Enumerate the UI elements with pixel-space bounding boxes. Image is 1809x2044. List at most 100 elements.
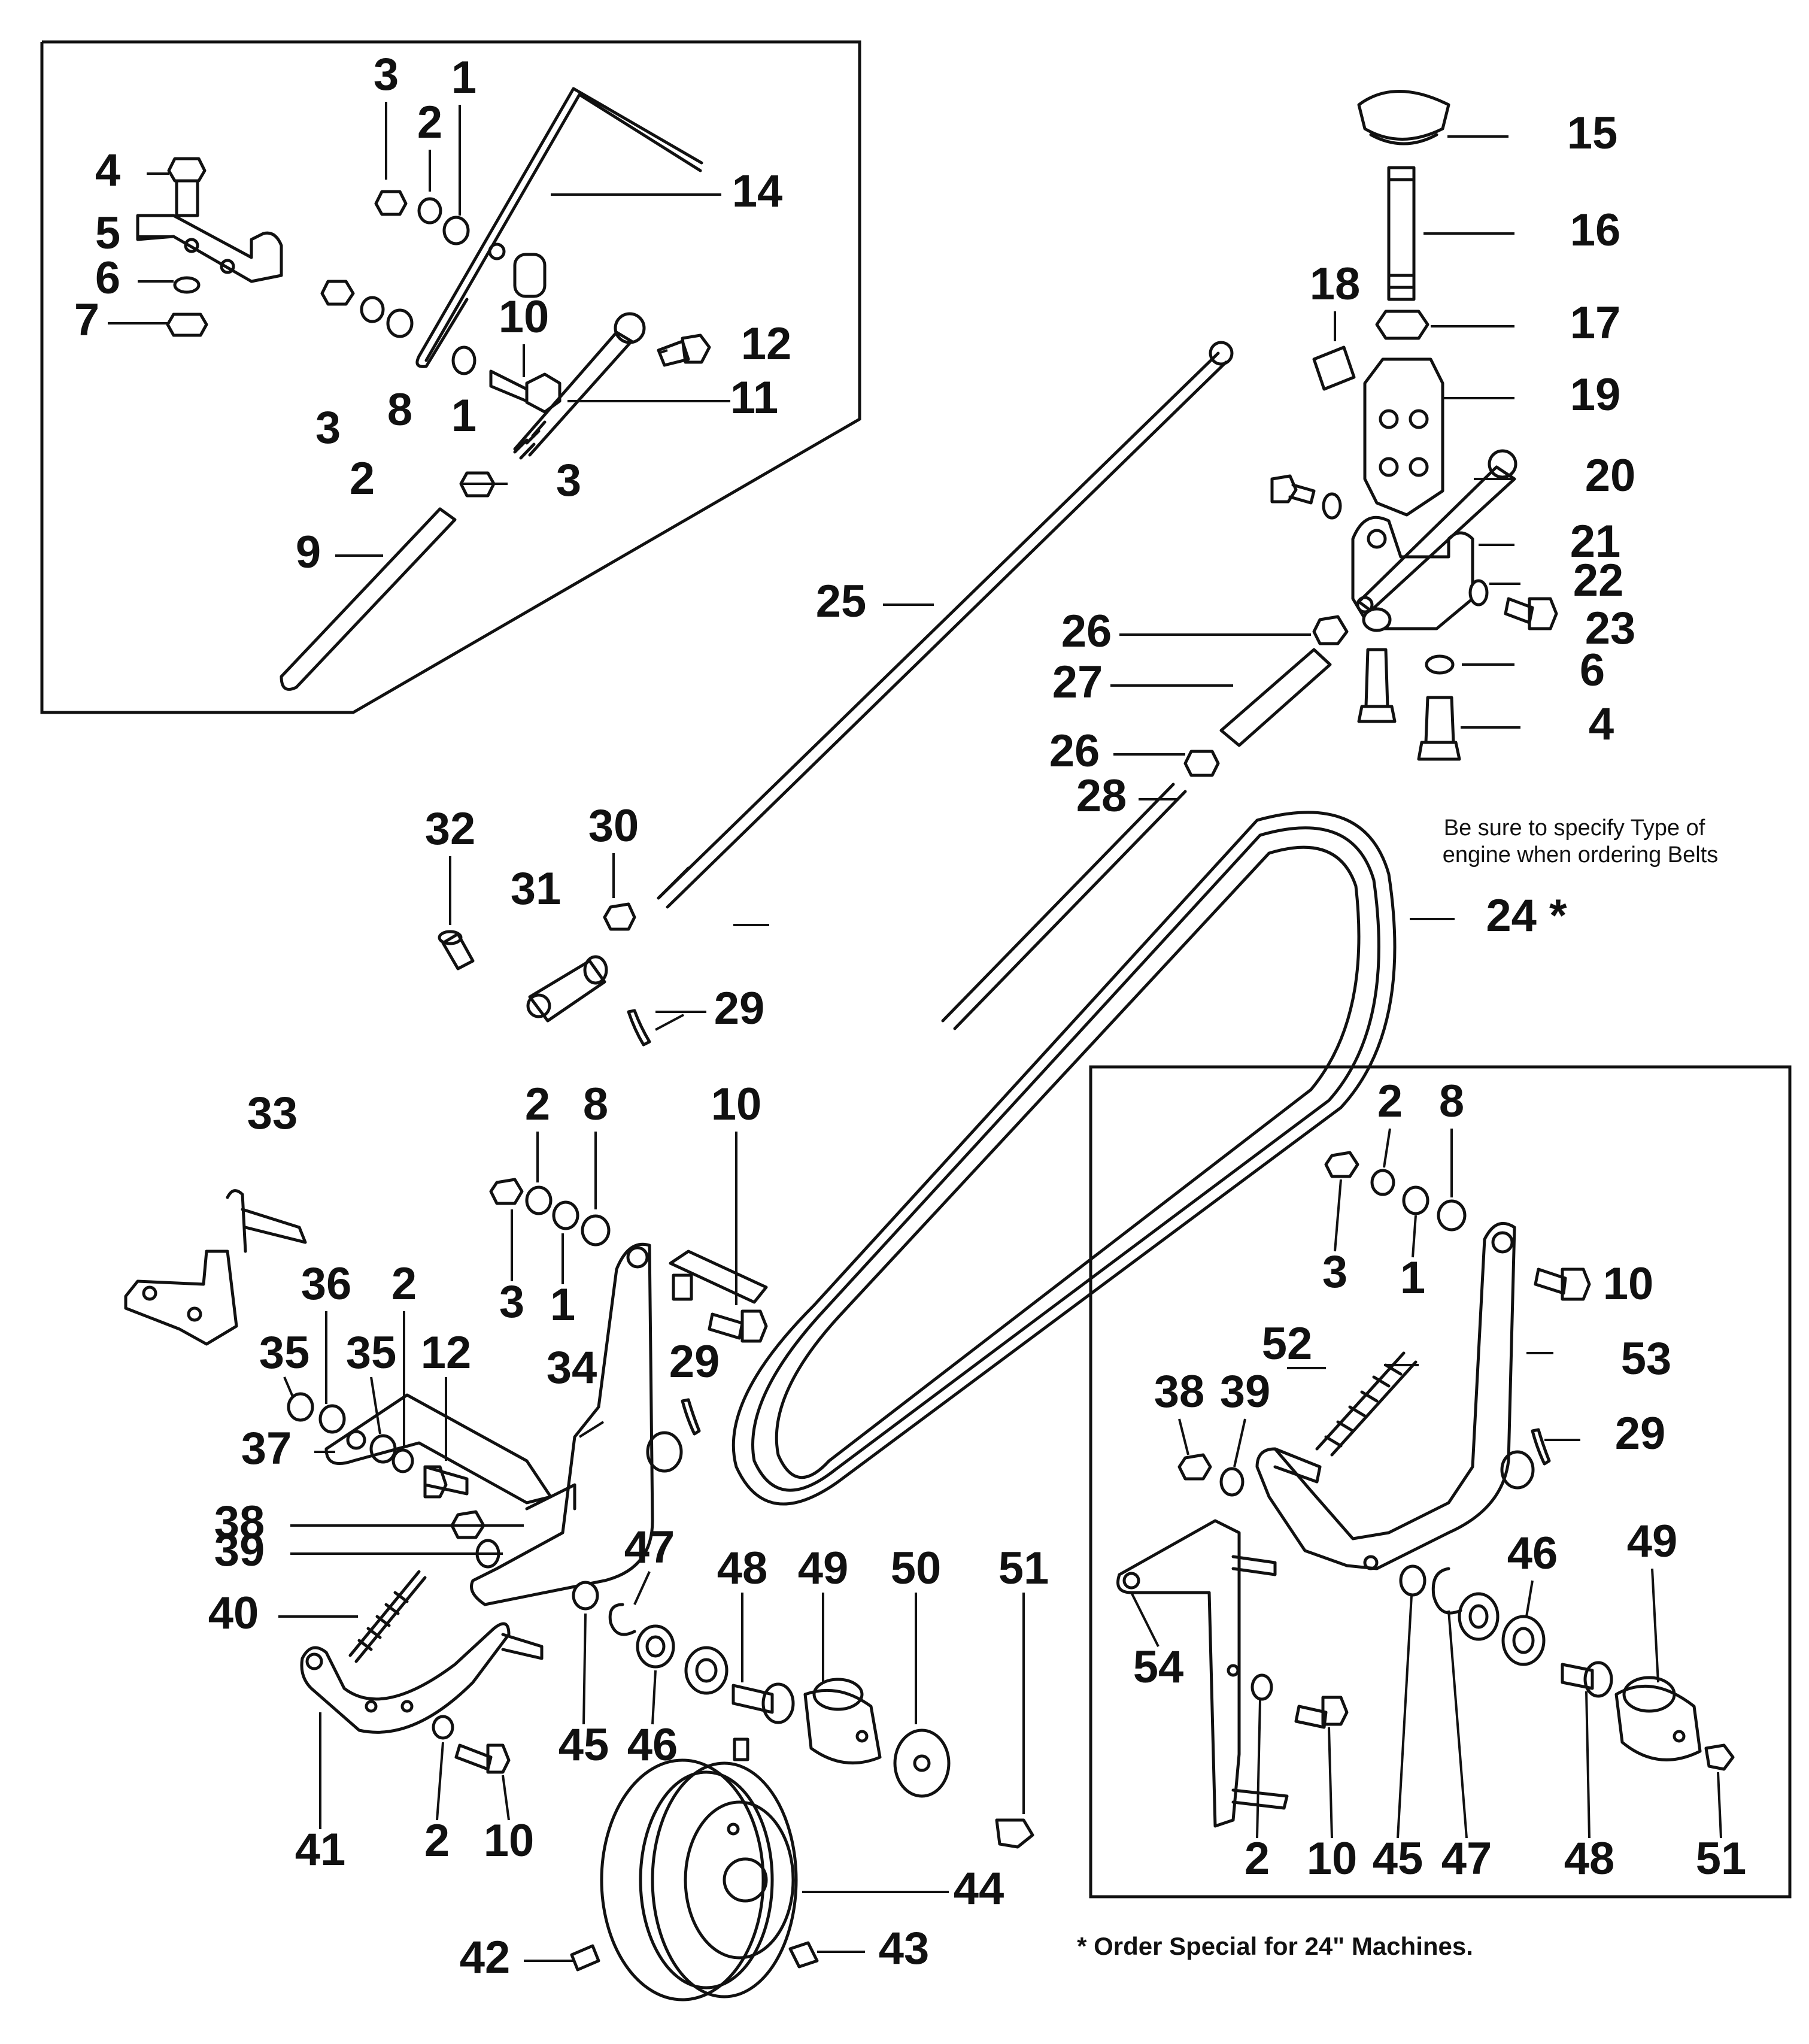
bolt-10-top — [489, 369, 561, 414]
callout: 50 — [891, 1543, 942, 1594]
clevis-rod-11 — [513, 312, 646, 460]
callout: 51 — [998, 1543, 1049, 1594]
washer-2-bottom-right — [1250, 1673, 1273, 1701]
callout: 1 — [451, 52, 476, 103]
callout: 54 — [1133, 1642, 1184, 1693]
callout: 34 — [547, 1342, 597, 1393]
callout: 32 — [425, 803, 476, 854]
washer-1-top — [442, 216, 470, 245]
lower-right-inset-frame — [1089, 1065, 1792, 1899]
arm-37 — [324, 1393, 553, 1505]
callout: 40 — [208, 1588, 259, 1639]
callout: 1 — [451, 390, 476, 441]
lockwasher-22 — [1468, 579, 1489, 606]
callout: 37 — [241, 1423, 292, 1474]
callout: 3 — [315, 402, 341, 453]
lockwasher-left — [1322, 492, 1342, 520]
nut-3-mid — [320, 280, 355, 306]
brake-rod-14 — [415, 87, 703, 368]
callout: 29 — [1615, 1408, 1666, 1459]
cotter-pin-29-top — [627, 1009, 651, 1047]
washer-6-top — [173, 276, 201, 294]
washer-36 — [318, 1404, 346, 1434]
callout: 8 — [387, 384, 412, 435]
nut-3-top — [374, 190, 408, 216]
callout: 53 — [1621, 1333, 1672, 1384]
callout: 28 — [1076, 771, 1127, 821]
callout: 35 — [259, 1327, 310, 1378]
callout: 51 — [1696, 1833, 1747, 1884]
callout: 49 — [1627, 1516, 1678, 1567]
washer-2-top — [417, 197, 442, 225]
callout: 24 * — [1486, 890, 1567, 941]
callout: 47 — [624, 1522, 675, 1573]
snap-ring-47-left — [608, 1603, 636, 1636]
callout: 41 — [295, 1824, 346, 1875]
callout: 33 — [247, 1088, 298, 1139]
callout: 29 — [669, 1336, 720, 1387]
callout: 47 — [1441, 1833, 1492, 1884]
nut-3-lower-left — [489, 1178, 524, 1205]
sleeve-18 — [1312, 345, 1356, 391]
callout: 4 — [1589, 699, 1614, 750]
bolt-23 — [1504, 597, 1558, 630]
callout: 2 — [525, 1079, 550, 1130]
bolt-12-lower — [423, 1465, 469, 1499]
callout: 3 — [1322, 1247, 1347, 1297]
pulley-44 — [600, 1758, 798, 2001]
washer-1-lower-right — [1402, 1185, 1429, 1215]
washer-lower-center — [1362, 607, 1392, 632]
callout: 10 — [1307, 1833, 1358, 1884]
callout: 2 — [1245, 1833, 1270, 1884]
washer-50 — [893, 1728, 951, 1798]
callout: 46 — [1507, 1528, 1558, 1579]
callout: 31 — [511, 863, 561, 914]
bolt-4-top — [167, 157, 207, 217]
arm-53 — [1255, 1221, 1535, 1570]
callout: 12 — [421, 1327, 472, 1378]
callout: 4 — [95, 145, 120, 196]
callout: 26 — [1049, 726, 1100, 777]
arm-41 — [300, 1622, 544, 1734]
belt-24 — [732, 811, 1397, 1506]
callout: 7 — [74, 295, 99, 345]
bearing-46-right-b — [1501, 1615, 1546, 1666]
bolt-center-low — [1357, 648, 1397, 723]
callout: 2 — [391, 1258, 417, 1309]
washer-45-left — [572, 1581, 599, 1611]
callout: 16 — [1570, 205, 1621, 256]
callout: 3 — [556, 455, 581, 506]
callout: 2 — [424, 1815, 450, 1866]
callout: 1 — [1400, 1253, 1425, 1303]
callout: 48 — [717, 1543, 768, 1594]
callout: 38 — [1154, 1366, 1205, 1417]
callout-labels: 3 2 1 4 14 5 6 7 10 12 3 8 1 11 2 3 9 15… — [74, 49, 1746, 1983]
callout: 17 — [1570, 298, 1621, 348]
callout: 42 — [460, 1932, 511, 1983]
callout: 8 — [1439, 1076, 1464, 1127]
special-order-note: * Order Special for 24" Machines. — [1077, 1932, 1473, 1960]
shaft-48-right — [1561, 1661, 1613, 1698]
pin-32 — [438, 930, 475, 971]
bracket-54 — [1116, 1519, 1289, 1828]
callout: 10 — [484, 1815, 535, 1866]
bracket-33 — [124, 1189, 307, 1346]
arm-34 — [470, 1242, 683, 1606]
stud-16 — [1387, 166, 1416, 301]
vertical-leaders — [283, 102, 1722, 1839]
bearing-46-left-a — [636, 1624, 675, 1669]
callout: 30 — [588, 800, 639, 851]
belt-note-line1: Be sure to specify Type of — [1444, 815, 1705, 841]
nut-38-right — [1177, 1453, 1212, 1481]
callout: 11 — [730, 372, 778, 423]
shaft-48-left — [732, 1682, 795, 1724]
cotter-pin-29-right — [1531, 1428, 1551, 1466]
callout: 3 — [374, 49, 399, 100]
long-rod-25 — [657, 341, 1234, 909]
callout: 39 — [1220, 1366, 1271, 1417]
callout: 39 — [214, 1525, 265, 1576]
callout: 6 — [95, 253, 120, 304]
callout: 19 — [1570, 369, 1621, 420]
washer-2-bottom-left — [432, 1715, 454, 1740]
